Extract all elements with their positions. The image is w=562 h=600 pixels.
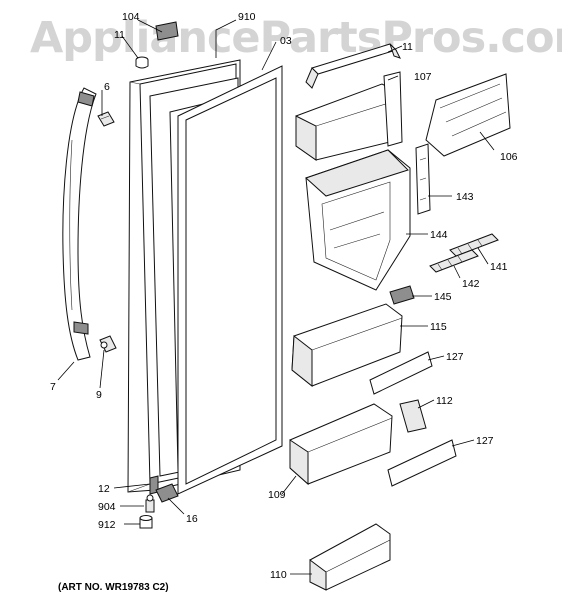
label-110: 110 <box>270 569 287 581</box>
label-143: 143 <box>456 191 474 203</box>
label-9: 9 <box>96 389 102 401</box>
lower-door-bin-part[interactable] <box>289 403 393 486</box>
leader-lines <box>57 19 495 575</box>
label-115: 115 <box>430 321 447 333</box>
label-03: 03 <box>280 35 292 47</box>
label-904: 904 <box>98 501 116 513</box>
handle-screw-part[interactable] <box>97 111 115 127</box>
label-106: 106 <box>500 151 518 163</box>
label-11: 11 <box>114 29 125 41</box>
label-145: 145 <box>434 291 452 303</box>
label-910: 910 <box>238 11 256 23</box>
dairy-door-part[interactable] <box>425 73 511 157</box>
handle-mount-part[interactable] <box>99 335 117 353</box>
shelf-clip-part-141[interactable] <box>449 233 499 257</box>
label-127-lower: 127 <box>476 435 494 447</box>
bottom-door-bin-part[interactable] <box>309 523 391 591</box>
middle-door-bin-part[interactable] <box>291 303 403 388</box>
label-112: 112 <box>436 395 453 407</box>
hinge-cover-part[interactable] <box>155 21 179 41</box>
label-142: 142 <box>462 278 480 290</box>
hinge-bracket-part[interactable] <box>155 483 179 503</box>
top-bushing-part[interactable] <box>135 56 149 69</box>
label-144: 144 <box>430 229 448 241</box>
callout-labels: 104 910 11 03 6 7 9 11 107 106 143 144 1… <box>50 11 518 581</box>
bin-end-cap-part[interactable] <box>399 399 427 433</box>
shelf-clip-part-142[interactable] <box>429 249 479 273</box>
art-number: (ART NO. WR19783 C2) <box>58 582 169 593</box>
label-7: 7 <box>50 381 56 393</box>
label-104: 104 <box>122 11 140 23</box>
door-gasket-part[interactable] <box>177 65 283 495</box>
label-11-bin-rail: 11 <box>402 41 413 53</box>
side-trim-part[interactable] <box>415 143 431 215</box>
bin-bracket-part[interactable] <box>389 285 415 305</box>
door-handle-part[interactable] <box>62 87 97 361</box>
label-912: 912 <box>98 519 116 531</box>
watermark-text: AppliancePartsPros.com <box>30 13 562 63</box>
label-127-upper: 127 <box>446 351 464 363</box>
label-6: 6 <box>104 81 110 93</box>
bin-trim-part-upper[interactable] <box>369 351 433 395</box>
label-107: 107 <box>414 71 432 83</box>
hinge-pin-part[interactable] <box>145 494 155 513</box>
bin-trim-part-lower[interactable] <box>387 439 457 487</box>
bin-rail-part[interactable] <box>305 43 401 89</box>
label-16: 16 <box>186 513 198 525</box>
dispenser-bin-part[interactable] <box>305 149 411 291</box>
upper-door-bin-part[interactable] <box>295 71 403 161</box>
label-12: 12 <box>98 483 110 495</box>
label-109: 109 <box>268 489 286 501</box>
hinge-bushing-part[interactable] <box>139 515 153 529</box>
label-141: 141 <box>490 261 508 273</box>
